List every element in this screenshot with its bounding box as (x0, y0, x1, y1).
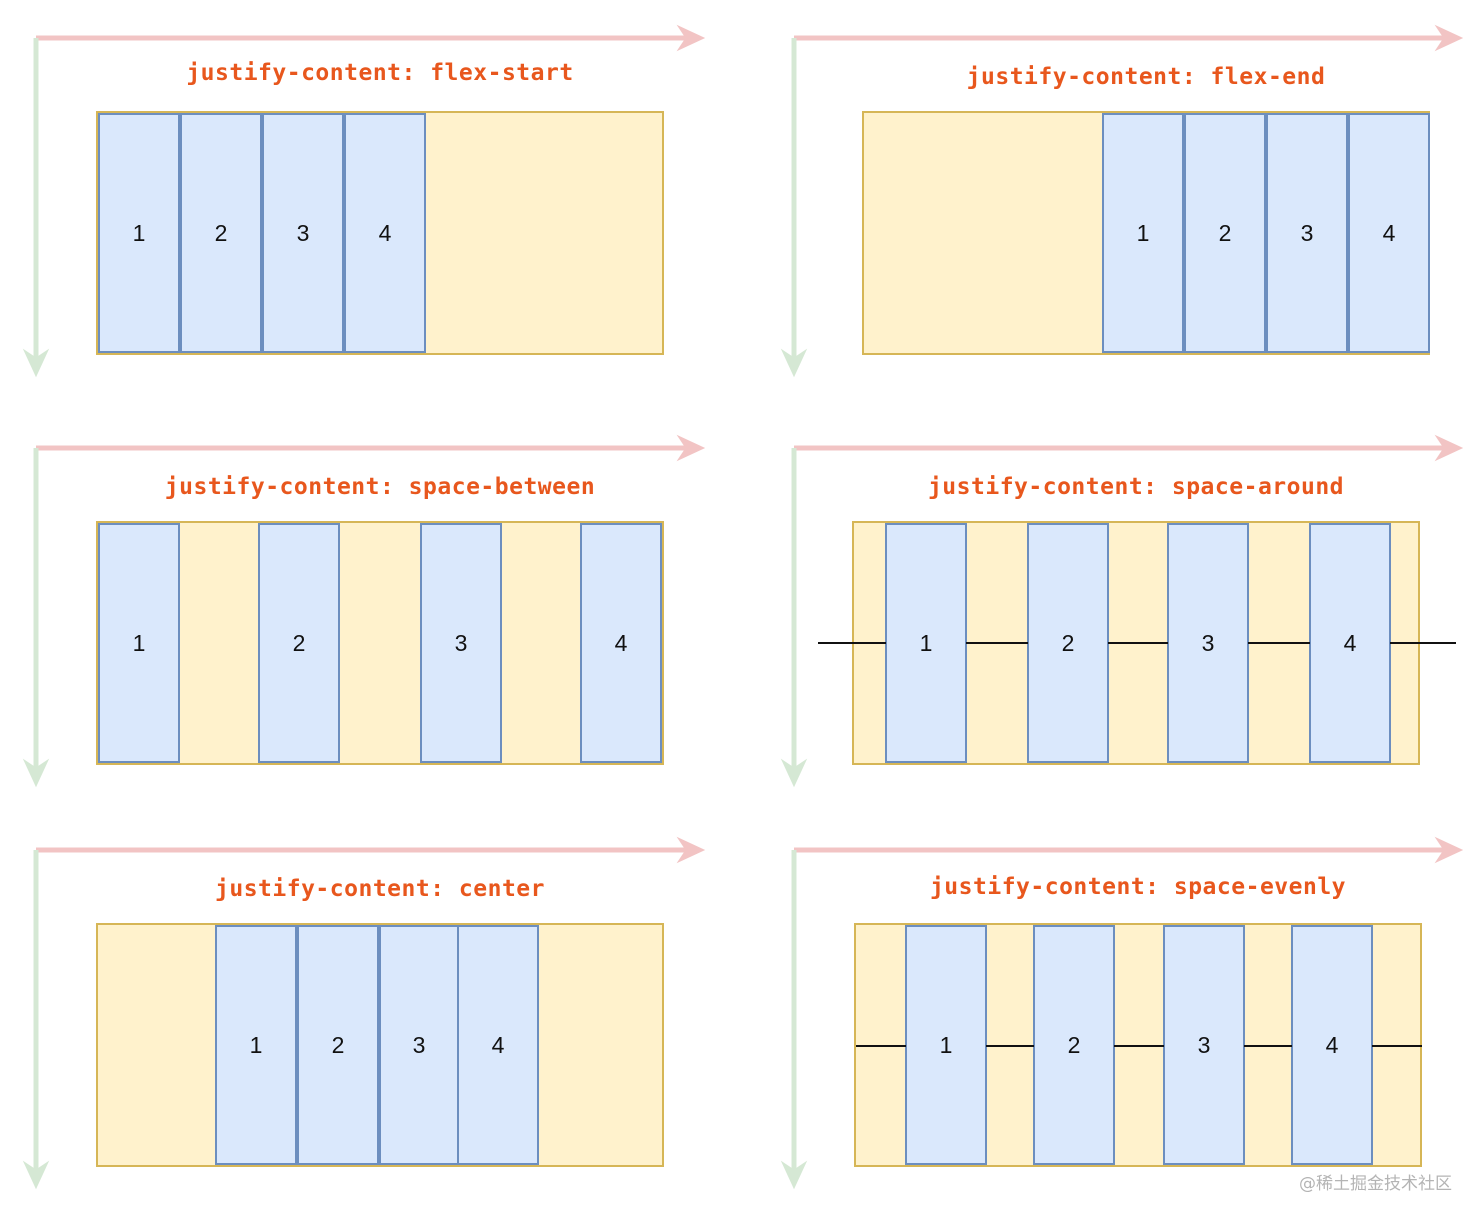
flex-item: 2 (180, 113, 262, 353)
main-axis-arrowhead (676, 24, 706, 52)
flex-item: 4 (580, 523, 662, 763)
flex-item: 4 (457, 925, 539, 1165)
main-axis-arrowhead (1434, 836, 1464, 864)
panel-title-flex-end: justify-content: flex-end (966, 64, 1326, 90)
main-axis-arrowhead (1434, 24, 1464, 52)
flex-item: 1 (905, 925, 987, 1165)
spacing-line (986, 1045, 1034, 1047)
flex-item: 3 (379, 925, 459, 1165)
flex-item: 3 (262, 113, 344, 353)
flex-container-center: 1 2 3 4 (96, 923, 664, 1167)
flex-item: 2 (297, 925, 379, 1165)
spacing-line (1390, 642, 1456, 644)
cross-axis-arrowhead (22, 1160, 50, 1190)
flex-container-flex-end: 1 2 3 4 (862, 111, 1430, 355)
spacing-line (1114, 1045, 1164, 1047)
flex-item: 4 (1309, 523, 1391, 763)
main-axis-arrowhead (676, 434, 706, 462)
flex-item: 2 (258, 523, 340, 763)
watermark: @稀土掘金技术社区 (1299, 1174, 1452, 1194)
flex-item: 1 (215, 925, 297, 1165)
flex-container-flex-start: 1 2 3 4 (96, 111, 664, 355)
spacing-line (966, 642, 1028, 644)
spacing-line (1248, 642, 1310, 644)
panel-title-flex-start: justify-content: flex-start (186, 60, 574, 86)
spacing-line (856, 1045, 906, 1047)
spacing-line (818, 642, 886, 644)
flex-container-space-between: 1 2 3 4 (96, 521, 664, 765)
flex-item: 2 (1027, 523, 1109, 763)
flex-item: 3 (1266, 113, 1348, 353)
cross-axis-arrowhead (22, 348, 50, 378)
panel-title-space-around: justify-content: space-around (927, 474, 1345, 500)
flex-item: 2 (1184, 113, 1266, 353)
main-axis-arrowhead (676, 836, 706, 864)
flex-item: 1 (98, 113, 180, 353)
cross-axis-arrowhead (780, 1160, 808, 1190)
flex-item: 4 (1291, 925, 1373, 1165)
cross-axis-arrowhead (780, 758, 808, 788)
spacing-line (1244, 1045, 1292, 1047)
panel-title-center: justify-content: center (215, 876, 545, 902)
cross-axis-arrowhead (780, 348, 808, 378)
flex-container-space-evenly: 1 2 3 4 (854, 923, 1422, 1167)
spacing-line (1372, 1045, 1422, 1047)
main-axis-arrowhead (1434, 434, 1464, 462)
flex-item: 3 (420, 523, 502, 763)
flex-item: 2 (1033, 925, 1115, 1165)
flex-item: 1 (885, 523, 967, 763)
flex-item: 3 (1163, 925, 1245, 1165)
flex-item: 3 (1167, 523, 1249, 763)
panel-title-space-evenly: justify-content: space-evenly (929, 874, 1347, 900)
cross-axis-arrowhead (22, 758, 50, 788)
flex-item: 4 (344, 113, 426, 353)
panel-title-space-between: justify-content: space-between (164, 474, 596, 500)
spacing-line (1108, 642, 1168, 644)
flex-item: 4 (1348, 113, 1430, 353)
flex-item: 1 (1102, 113, 1184, 353)
flex-item: 1 (98, 523, 180, 763)
